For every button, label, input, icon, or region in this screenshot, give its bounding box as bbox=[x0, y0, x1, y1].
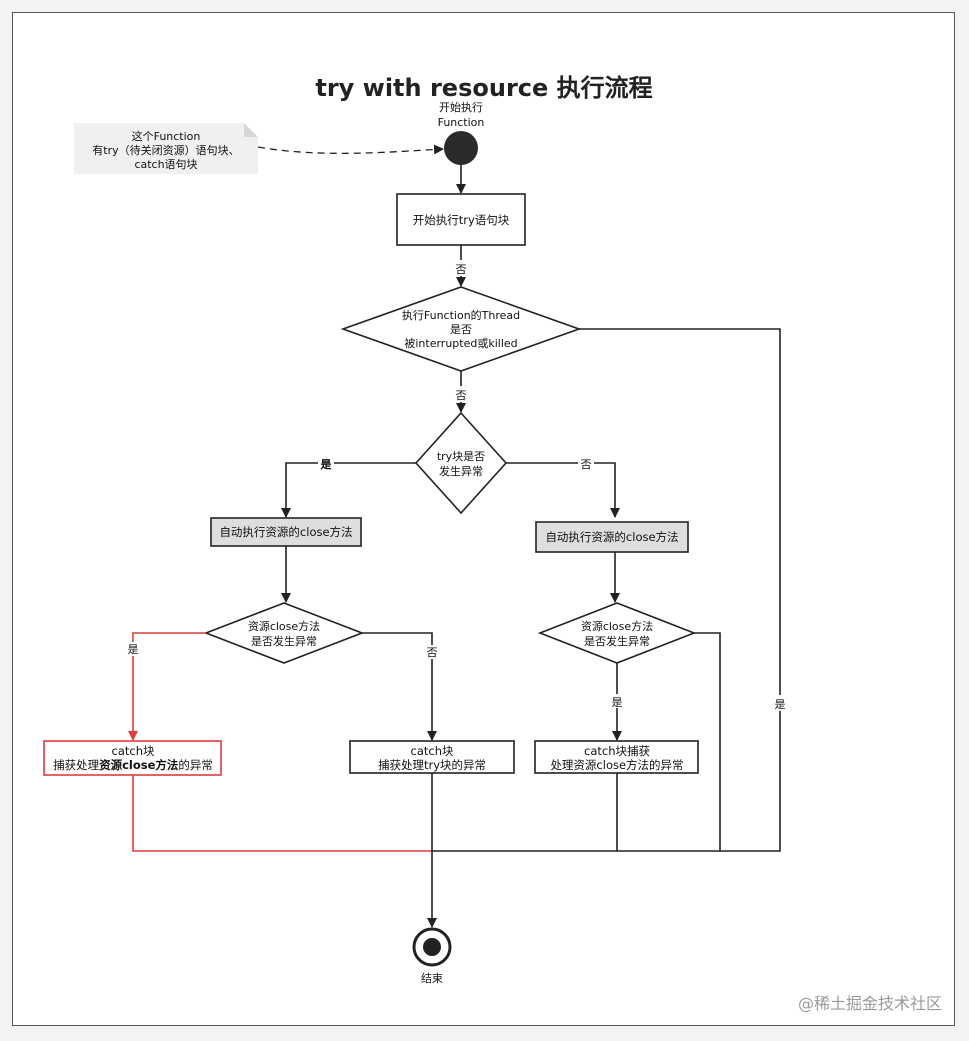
label-no-mid: 否 bbox=[427, 646, 438, 659]
label-yes-left: 是 bbox=[320, 458, 333, 471]
thread-decision-line-1: 执行Function的Thread bbox=[402, 308, 520, 322]
end-label: 结束 bbox=[421, 972, 443, 985]
catch-red-line-2: 捕获处理资源close方法的异常 bbox=[53, 758, 213, 772]
catch-red-line-1: catch块 bbox=[112, 744, 155, 758]
close-exception-decision-right bbox=[537, 602, 697, 664]
catch-right-line-1: catch块捕获 bbox=[584, 744, 650, 758]
catch-box-resource-close-right bbox=[534, 740, 699, 774]
label-no-1: 否 bbox=[456, 263, 467, 276]
close-decision-left-line-1: 资源close方法 bbox=[248, 619, 320, 633]
start-node bbox=[444, 131, 478, 165]
close-decision-left-line-2: 是否发生异常 bbox=[251, 634, 317, 648]
thread-yes-path bbox=[432, 328, 781, 852]
note-line-3: catch语句块 bbox=[134, 158, 197, 171]
catch-right-line-2: 处理资源close方法的异常 bbox=[550, 758, 683, 772]
try-exception-decision bbox=[414, 411, 508, 515]
close-decision-right-line-1: 资源close方法 bbox=[581, 619, 653, 633]
catch-mid-line-1: catch块 bbox=[411, 744, 454, 758]
label-yes-far: 是 bbox=[775, 698, 786, 711]
label-no-right: 否 bbox=[581, 458, 592, 471]
close-exception-decision-left bbox=[203, 602, 365, 664]
thread-decision-line-3: 被interrupted或killed bbox=[404, 337, 517, 350]
try-block-label: 开始执行try语句块 bbox=[413, 213, 510, 227]
diagram-frame bbox=[12, 12, 955, 1026]
auto-close-box-left bbox=[210, 517, 362, 547]
watermark: @稀土掘金技术社区 bbox=[798, 994, 942, 1013]
start-label-1: 开始执行 bbox=[439, 100, 483, 114]
catch-box-try bbox=[349, 740, 515, 774]
note-line-2: 有try（待关闭资源）语句块、 bbox=[92, 143, 239, 157]
diagram-title: try with resource 执行流程 bbox=[315, 74, 652, 102]
label-yes-right: 是 bbox=[612, 696, 623, 709]
auto-close-box-right bbox=[535, 521, 689, 553]
close-decision-right-line-2: 是否发生异常 bbox=[584, 634, 650, 648]
note-box: 这个Function 有try（待关闭资源）语句块、 catch语句块 bbox=[74, 123, 258, 174]
red-yes-path bbox=[128, 632, 206, 741]
start-label-2: Function bbox=[438, 116, 485, 129]
try-decision-line-2: 发生异常 bbox=[439, 464, 483, 478]
note-line-1: 这个Function bbox=[132, 129, 201, 143]
auto-close-label-right: 自动执行资源的close方法 bbox=[545, 530, 678, 544]
try-decision-line-1: try块是否 bbox=[437, 450, 485, 463]
note-dashed-arrow bbox=[257, 144, 444, 155]
thread-decision-line-2: 是否 bbox=[450, 323, 472, 336]
catch-mid-line-2: 捕获处理try块的异常 bbox=[378, 758, 486, 772]
label-no-2: 否 bbox=[456, 389, 467, 402]
auto-close-label-left: 自动执行资源的close方法 bbox=[219, 525, 352, 539]
label-yes-red: 是 bbox=[128, 643, 139, 656]
try-block-box bbox=[396, 193, 526, 246]
